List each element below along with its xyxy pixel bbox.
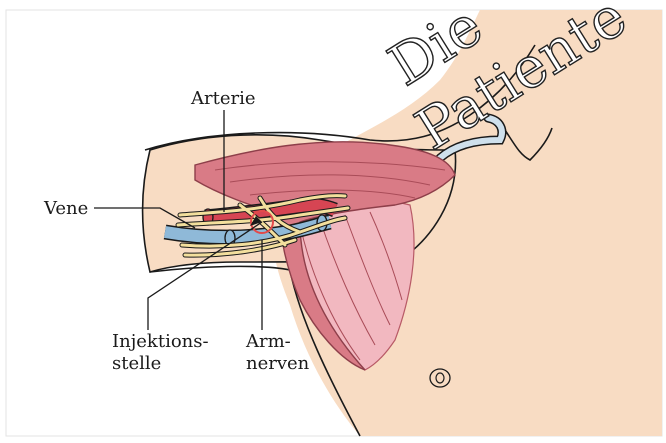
label-vene: Vene <box>44 198 88 220</box>
label-arterie: Arterie <box>191 88 256 110</box>
label-armnerven-line1: Arm- <box>246 331 291 353</box>
label-armnerven-line2: nerven <box>246 353 309 375</box>
label-injektion-line1: Injektions- <box>112 331 209 353</box>
label-injektion-line2: stelle <box>112 353 161 375</box>
nipple <box>430 369 450 387</box>
